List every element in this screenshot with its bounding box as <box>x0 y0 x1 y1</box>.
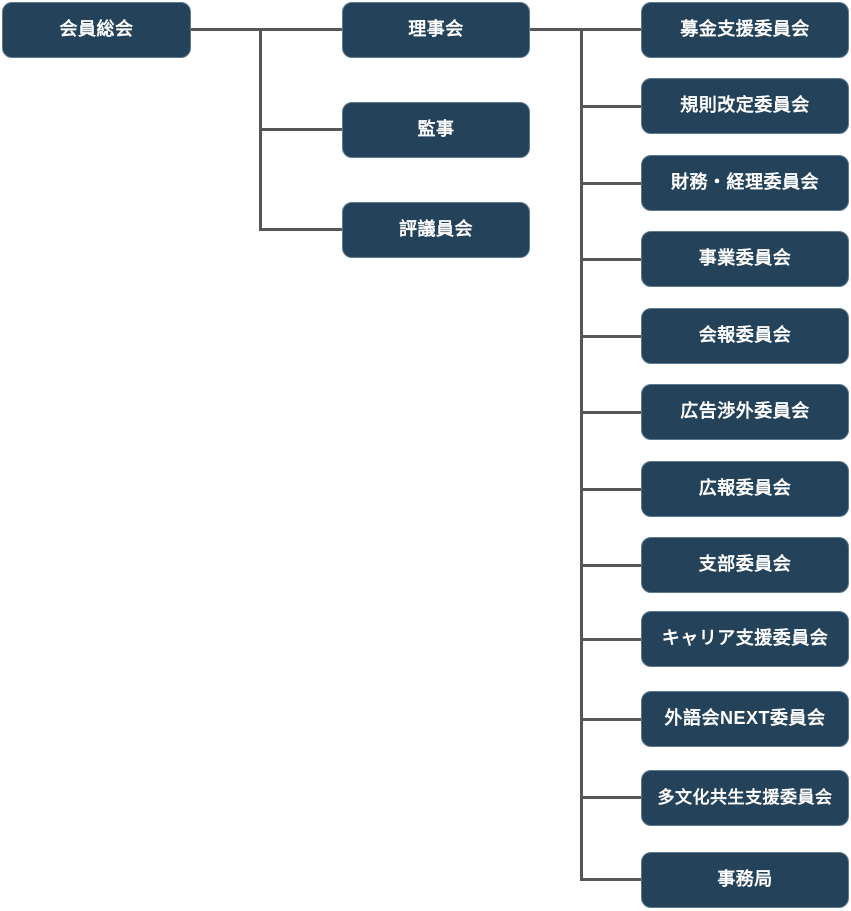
connector-board-to-committees <box>530 28 641 31</box>
connector-branch-committee-3 <box>581 182 641 185</box>
node-committee-rules-revision[interactable]: 規則改定委員会 <box>641 78 849 134</box>
connector-branch-committee-11 <box>581 796 641 799</box>
connector-root-to-level2 <box>191 28 345 31</box>
node-auditors[interactable]: 監事 <box>342 102 530 158</box>
node-board-of-councilors[interactable]: 評議員会 <box>342 202 530 258</box>
connector-trunk-committees <box>580 28 583 881</box>
node-committee-career-support[interactable]: キャリア支援委員会 <box>641 611 849 667</box>
node-committee-finance-accounting[interactable]: 財務・経理委員会 <box>641 155 849 211</box>
connector-branch-committee-5 <box>581 335 641 338</box>
connector-branch-committee-10 <box>581 718 641 721</box>
node-committee-multicultural-support[interactable]: 多文化共生支援委員会 <box>641 770 849 826</box>
node-committee-next[interactable]: 外語会NEXT委員会 <box>641 691 849 747</box>
connector-branch-committee-2 <box>581 105 641 108</box>
connector-branch-committee-7 <box>581 488 641 491</box>
node-board-of-directors[interactable]: 理事会 <box>342 2 530 58</box>
connector-branch-auditors <box>259 128 345 131</box>
connector-branch-committee-8 <box>581 564 641 567</box>
connector-branch-committee-12 <box>581 878 641 881</box>
node-member-general-assembly[interactable]: 会員総会 <box>2 2 191 58</box>
node-secretariat[interactable]: 事務局 <box>641 852 849 908</box>
node-committee-projects[interactable]: 事業委員会 <box>641 231 849 287</box>
node-committee-branches[interactable]: 支部委員会 <box>641 537 849 593</box>
connector-branch-committee-6 <box>581 411 641 414</box>
node-committee-fundraising-support[interactable]: 募金支援委員会 <box>641 2 849 58</box>
node-committee-bulletin[interactable]: 会報委員会 <box>641 308 849 364</box>
connector-branch-council <box>259 228 345 231</box>
connector-branch-committee-4 <box>581 258 641 261</box>
node-committee-public-relations[interactable]: 広報委員会 <box>641 461 849 517</box>
node-committee-advertising-liaison[interactable]: 広告渉外委員会 <box>641 384 849 440</box>
connector-branch-committee-9 <box>581 638 641 641</box>
